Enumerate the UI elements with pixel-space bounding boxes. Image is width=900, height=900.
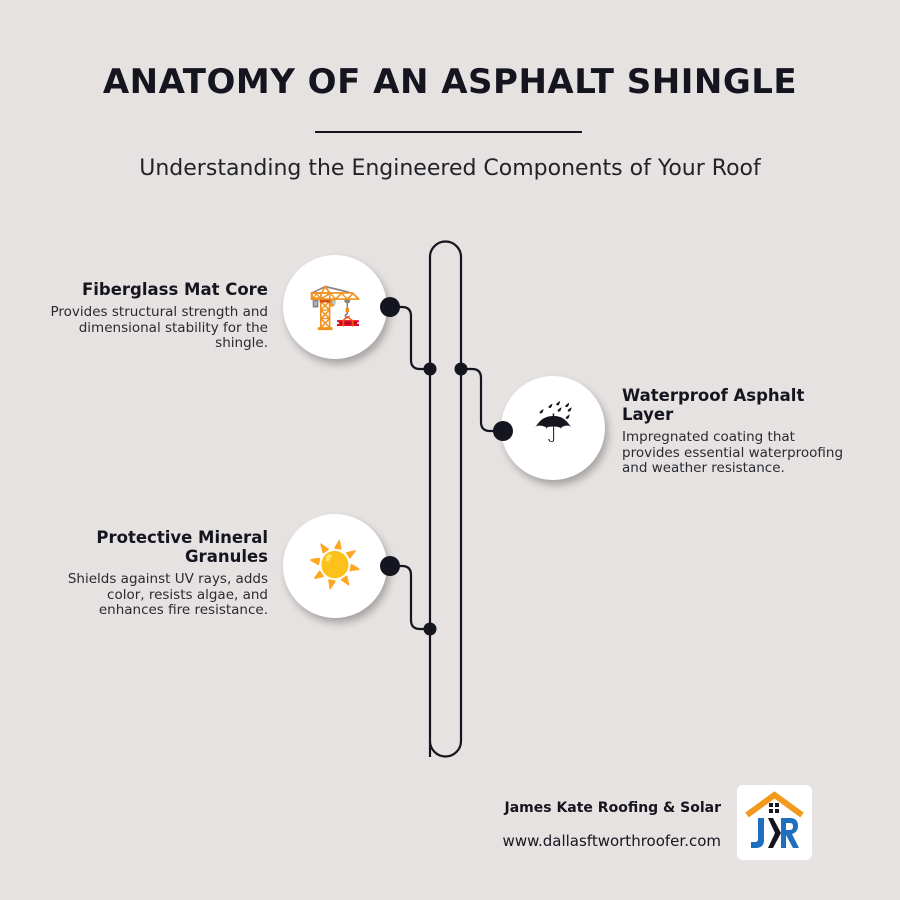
component-description: Impregnated coating that provides essent…: [622, 429, 844, 476]
component-title: Protective Mineral Granules: [96, 528, 268, 566]
page-subtitle: Understanding the Engineered Components …: [139, 156, 761, 181]
component-icon-circle-asphalt: ☔: [501, 376, 605, 480]
component-icon-circle-fiberglass: 🏗️: [283, 255, 387, 359]
jkr-house-logo-icon: [745, 791, 804, 848]
page-title: ANATOMY OF AN ASPHALT SHINGLE: [102, 62, 798, 102]
company-name: James Kate Roofing & Solar: [504, 800, 722, 816]
component-icon-circle-granules: ☀️: [283, 514, 387, 618]
component-title: Waterproof Asphalt Layer: [622, 386, 805, 424]
company-logo: [737, 785, 812, 860]
component-fiberglass-mat-core: Fiberglass Mat Core Provides structural …: [40, 280, 268, 352]
component-waterproof-asphalt-layer: Waterproof Asphalt Layer Impregnated coa…: [622, 386, 847, 477]
component-description: Shields against UV rays, adds color, res…: [67, 571, 268, 618]
component-protective-mineral-granules: Protective Mineral Granules Shields agai…: [40, 528, 268, 619]
sun-icon: ☀️: [307, 540, 363, 591]
component-description: Provides structural strength and dimensi…: [50, 304, 268, 351]
title-divider: [315, 131, 582, 133]
company-website-link[interactable]: www.dallasftworthroofer.com: [502, 832, 721, 850]
umbrella-with-rain-icon: ☔: [533, 402, 573, 453]
component-title: Fiberglass Mat Core: [81, 280, 268, 299]
construction-crane-icon: 🏗️: [307, 281, 363, 332]
